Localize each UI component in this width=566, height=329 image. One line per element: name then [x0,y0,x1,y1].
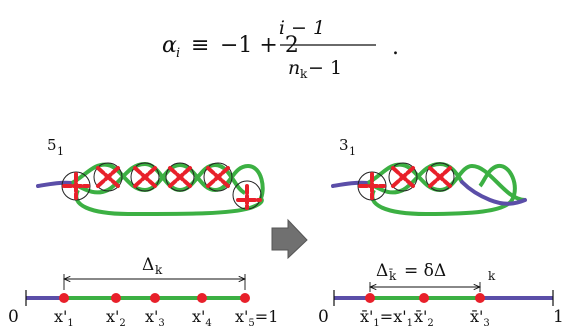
formula-denominator-base: n [288,57,300,79]
alpha-formula: α i ≡ −1 + 2 i − 1 n k − 1 . [162,17,399,81]
left-knot-label: 5 [47,136,57,154]
left-red-crossings [62,166,262,210]
right-knot-label: 3 [339,136,349,154]
left-axis-point-2 [111,293,121,303]
left-knot-label-subscript: 1 [57,145,64,158]
right-axis-point-label-3: x̄'3 [470,307,490,329]
left-interval-label-subscript: k [155,263,163,277]
left-axis-zero: 0 [8,307,19,327]
right-interval-rhs: = δΔ [404,261,446,281]
left-knot-diagram: 5 1 [36,136,265,217]
formula-lhs-subscript: i [176,46,180,61]
left-axis-point-1 [59,293,69,303]
right-axis-point-2 [419,293,429,303]
formula-denominator-rest: − 1 [308,57,342,79]
left-crossing-circle-2 [93,162,123,192]
left-axis-point-label-5: x'5=1 [235,307,278,329]
left-crossing-circle-3 [130,162,160,192]
right-interval-label: Δ [376,261,388,281]
formula-equiv-sign: ≡ [191,33,209,58]
right-crossing-circle-3 [425,162,455,192]
transition-arrow [271,218,308,260]
right-knot-label-subscript: 1 [349,145,356,158]
left-knot-green-bottom [74,189,264,217]
right-interval-rhs-subscript: k [488,269,496,283]
left-axis-point-4 [197,293,207,303]
left-knot-purple-strand [36,180,74,188]
right-axis-point-3 [475,293,485,303]
formula-lhs: α [162,33,177,58]
left-axis-point-5 [240,293,250,303]
right-interval-label-subscript: k̄ [389,267,397,283]
formula-denominator-subscript: k [300,67,308,81]
right-knot-purple-tail [331,180,370,188]
right-axis-zero: 0 [318,307,329,327]
left-axis-points: x'1 x'2 x'3 x'4 x'5=1 [54,293,278,329]
left-interval-label: Δ [142,255,154,275]
right-axis-point-label-1: x̄'1=x'1 [360,307,413,329]
left-crossing-circle-4 [165,162,195,192]
right-knot-green-lower [367,161,464,195]
formula-end-punct: . [392,35,399,60]
left-interval-diagram: Δ k 0 x'1 x'2 x'3 x'4 x'5=1 [8,255,278,329]
right-axis-point-label-2: x̄'2 [414,307,434,329]
left-axis-point-label-4: x'4 [192,307,212,329]
left-axis-point-label-2: x'2 [106,307,126,329]
transition-arrow-icon [271,218,308,260]
right-knot-green-upper [366,162,526,202]
right-red-crossings [358,166,452,200]
right-axis-one: 1 [553,307,564,327]
right-axis-point-1 [365,293,375,303]
left-axis-point-label-3: x'3 [145,307,165,329]
right-knot-purple-strand [460,180,527,206]
formula-numerator: i − 1 [279,17,325,39]
left-axis-point-label-1: x'1 [54,307,74,329]
left-knot-green-upper [70,162,265,202]
right-knot-diagram: 3 1 [331,136,527,217]
left-axis-point-3 [150,293,160,303]
left-crossing-circle-5 [203,162,233,192]
right-crossing-circle-2 [388,162,418,192]
